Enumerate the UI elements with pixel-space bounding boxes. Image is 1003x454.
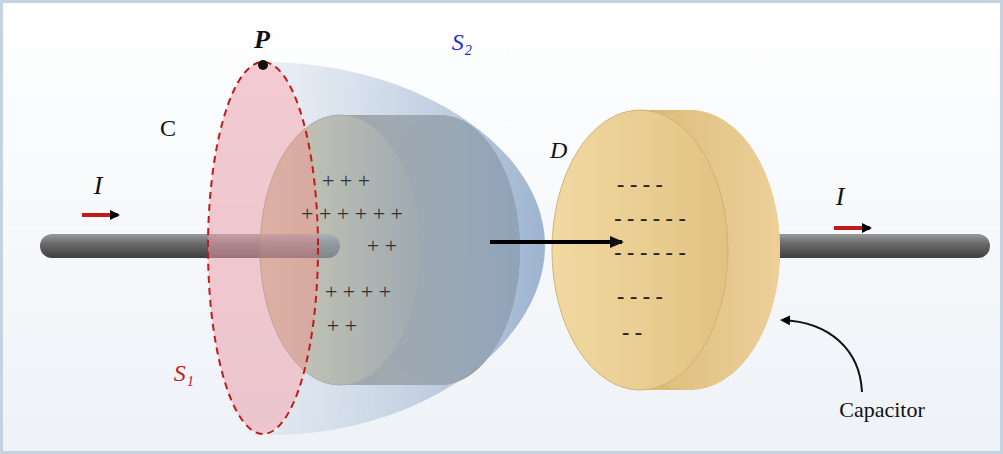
charge-row: - - - -: [617, 173, 663, 195]
charge-row: + +: [327, 315, 357, 337]
charge-row: - -: [622, 321, 642, 343]
charge-row: - - - - - -: [614, 207, 685, 229]
part-label: Capacitor: [839, 399, 925, 421]
current-label: I: [836, 184, 845, 210]
charge-row: + + + + + +: [301, 203, 403, 225]
charge-row: + + +: [322, 170, 370, 192]
charge-row: - - - - - -: [614, 241, 685, 263]
charge-row: - - - -: [617, 285, 663, 307]
curve-label: C: [160, 116, 176, 140]
charge-row: + +: [367, 235, 397, 257]
field-label: D⃗: [550, 138, 586, 162]
current-label: I: [94, 173, 103, 199]
charge-row: + + + +: [325, 281, 391, 303]
surface-label: S₂: [452, 30, 472, 54]
surface-label: S₁: [174, 361, 194, 385]
point-label: P: [254, 27, 270, 53]
